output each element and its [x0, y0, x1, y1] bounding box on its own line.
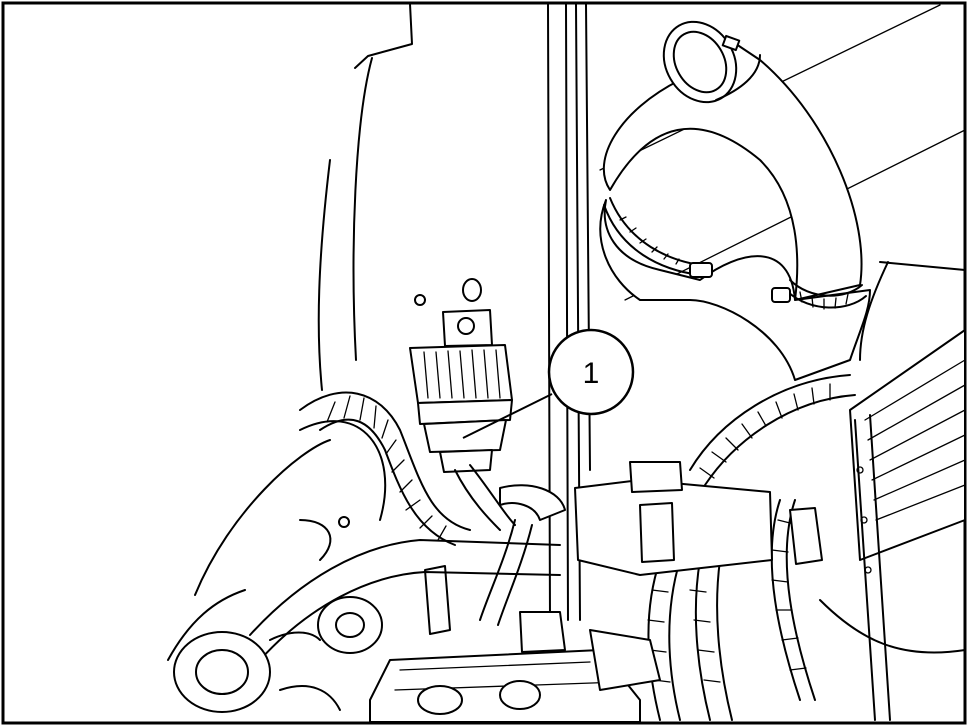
hose-clamp-left: [603, 197, 713, 278]
radiator-housing: [819, 261, 966, 721]
callout-1: 1: [462, 328, 635, 439]
callout-number: 1: [583, 357, 600, 390]
lower-pipe: [173, 539, 561, 713]
callout-bubble: [547, 328, 635, 416]
callout-leader-line: [462, 393, 553, 439]
hose-clamp-right: [771, 279, 867, 310]
engine-block: [369, 629, 661, 723]
fender-panel: [167, 3, 413, 661]
wiring-harness: [299, 374, 856, 721]
connector-block: [424, 461, 823, 653]
intake-hose: [599, 20, 871, 381]
